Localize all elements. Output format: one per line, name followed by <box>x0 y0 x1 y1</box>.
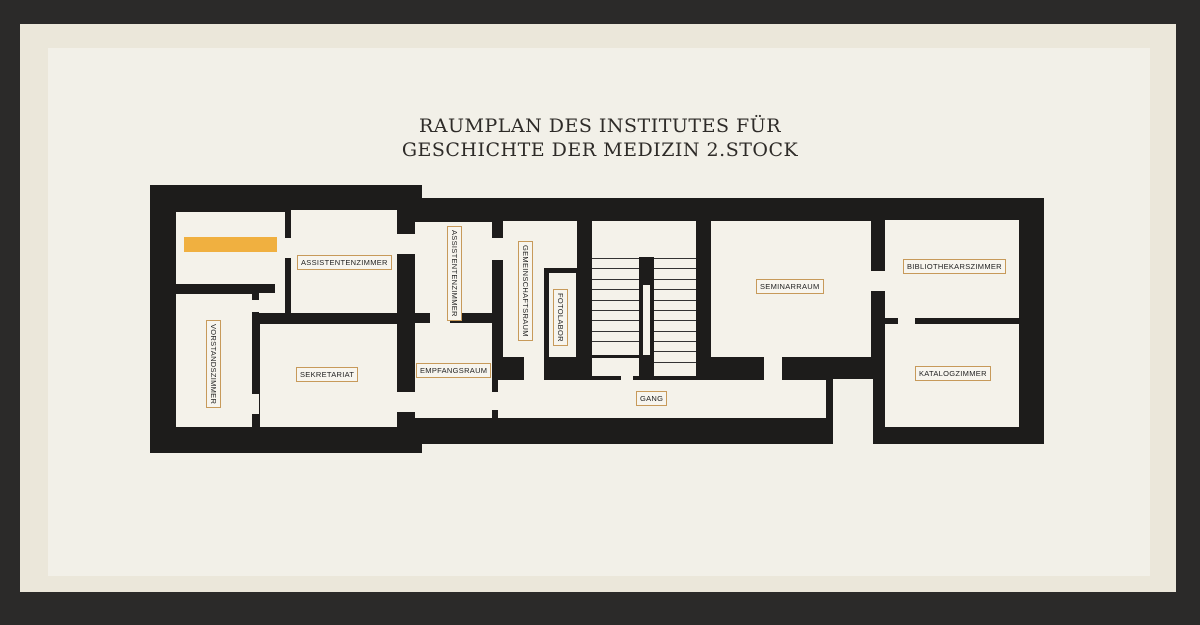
label-fotolabor: FOTOLABOR <box>553 289 568 346</box>
stair-step <box>592 258 639 259</box>
stair-step <box>592 268 639 269</box>
stair-step <box>592 341 639 342</box>
stair-step <box>654 341 696 342</box>
label-gemeinschaftsraum: GEMEINSCHAFTSRAUM <box>518 241 533 341</box>
label-assistentenzimmer-2: ASSISTENTENZIMMER <box>447 226 462 321</box>
door <box>492 392 498 410</box>
door <box>252 300 259 312</box>
label-sekretariat: SEKRETARIAT <box>296 367 359 382</box>
stair-step <box>654 258 696 259</box>
stair-eye <box>643 285 650 355</box>
stair-landing-wall <box>592 355 639 358</box>
stair-step <box>654 351 696 352</box>
stair-step <box>592 310 639 311</box>
title-line-1: RAUMPLAN DES INSTITUTES FÜR <box>418 115 782 137</box>
label-empfangsraum: EMPFANGSRAUM <box>416 363 492 378</box>
stair-step <box>592 331 639 332</box>
exterior-notch <box>833 379 873 445</box>
stair-step <box>654 300 696 301</box>
door <box>252 394 259 414</box>
plan-title: RAUMPLAN DES INSTITUTES FÜR GESCHICHTE D… <box>350 114 850 162</box>
stair-step <box>592 320 639 321</box>
stair-step <box>592 279 639 280</box>
door <box>524 357 544 380</box>
door <box>492 238 503 260</box>
label-bibliothekarszimmer: BIBLIOTHEKARSZIMMER <box>903 259 1006 274</box>
stair-step <box>654 268 696 269</box>
stair-step <box>654 310 696 311</box>
wall-stub <box>873 418 883 442</box>
stair-step <box>654 362 696 363</box>
label-vorstandszimmer: VORSTANDSZIMMER <box>206 320 221 409</box>
stair-step <box>654 331 696 332</box>
stair-step <box>592 289 639 290</box>
label-gang: GANG <box>636 391 668 406</box>
stair-step <box>654 279 696 280</box>
door <box>285 238 291 258</box>
label-katalogzimmer: KATALOGZIMMER <box>915 366 991 381</box>
door <box>898 318 915 324</box>
title-line-2: GESCHICHTE DER MEDIZIN 2.STOCK <box>401 139 799 161</box>
highlight-bar <box>184 237 277 252</box>
stair-step <box>654 320 696 321</box>
door <box>621 376 633 380</box>
door <box>397 234 415 254</box>
door <box>764 357 782 380</box>
door <box>430 313 450 323</box>
label-assistentenzimmer-1: ASSISTENTENZIMMER <box>297 255 392 270</box>
door <box>871 271 885 291</box>
room-vestibule <box>259 293 285 313</box>
label-seminarraum: SEMINARRAUM <box>756 279 824 294</box>
door <box>397 392 415 412</box>
stair-step <box>654 289 696 290</box>
stair-step <box>592 300 639 301</box>
door <box>275 284 285 293</box>
